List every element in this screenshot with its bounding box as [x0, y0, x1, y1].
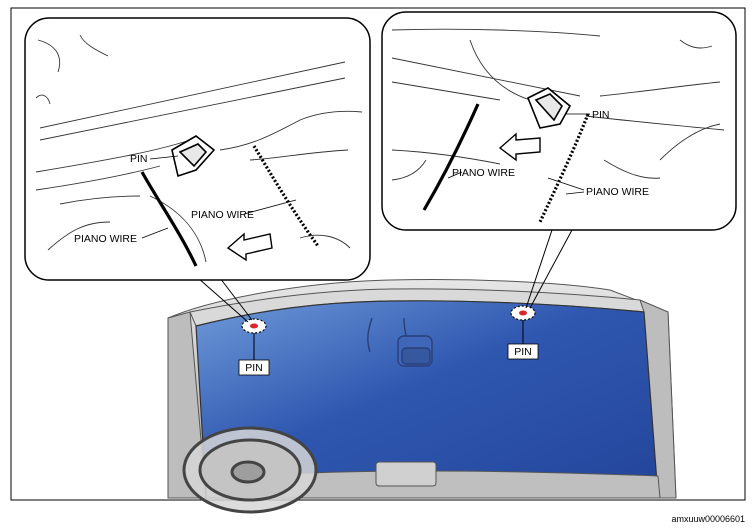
left-inset-piano-wire-lower-label: PIANO WIRE: [74, 233, 137, 245]
right-inset: PIN PIANO WIRE PIANO WIRE: [381, 11, 737, 231]
rear-view-mirror: [367, 317, 433, 367]
leader-left-inset: [197, 277, 249, 323]
right-inset-piano-wire-dotted: [538, 113, 590, 223]
left-inset-pin-label: PIN: [130, 153, 148, 165]
right-inset-piano-wire-left-label: PIANO WIRE: [452, 167, 515, 179]
left-inset-piano-wire-dotted: [252, 145, 320, 247]
right-inset-piano-wire-solid: [422, 103, 480, 211]
main-vehicle-view: PIN PIN: [167, 279, 677, 514]
right-inset-piano-wire-right-label: PIANO WIRE: [586, 186, 649, 198]
right-inset-pin-clip: [526, 87, 572, 129]
windshield-glass: [195, 300, 659, 497]
pin-label-main-right: PIN: [514, 346, 532, 358]
left-inset-direction-arrow-icon: [226, 232, 273, 262]
center-display: [375, 461, 437, 487]
right-inset-direction-arrow-icon: [498, 132, 541, 162]
pin-label-main-left: PIN: [245, 362, 263, 374]
leader-left-inset-2: [219, 277, 253, 321]
steering-wheel: [182, 426, 318, 514]
figure-code: amxuuw00006601: [671, 514, 745, 524]
left-inset-pin-clip: [171, 135, 216, 178]
pin-marker-left: [241, 318, 267, 360]
right-inset-pin-label: PIN: [592, 109, 610, 121]
left-inset-piano-wire-upper-label: PIANO WIRE: [191, 209, 254, 221]
leader-right-inset-2: [529, 229, 573, 309]
left-inset-piano-wire-solid: [140, 171, 198, 267]
leader-right-inset: [525, 229, 553, 309]
left-inset: PIN PIANO WIRE PIANO WIRE: [24, 17, 371, 281]
pin-marker-right: [510, 305, 536, 344]
